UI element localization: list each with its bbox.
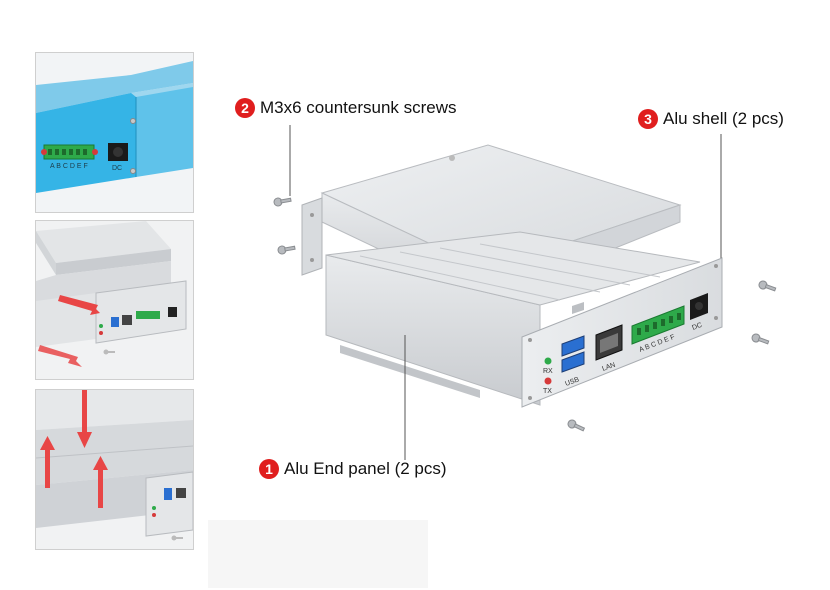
callout-text: M3x6 countersunk screws (260, 98, 457, 117)
usb-port-top (561, 335, 585, 357)
left-end-panel (301, 197, 323, 276)
front-end-panel (521, 257, 723, 408)
tx-led (544, 377, 552, 385)
thumbnail-assemble-shell (35, 389, 194, 550)
screw-icon (751, 333, 770, 345)
screw-icons (273, 197, 777, 432)
usb-label: USB (564, 376, 580, 388)
callout-number-badge: 2 (235, 98, 255, 118)
screw-icon (273, 197, 292, 207)
usb-port-bottom (561, 351, 585, 373)
lan-label: LAN (601, 362, 616, 373)
thumbnail-slide-shell (35, 220, 194, 380)
callout-text: Alu shell (2 pcs) (663, 109, 784, 128)
rx-led (544, 357, 552, 365)
dc-label: DC (691, 322, 703, 332)
background-shadow (208, 520, 428, 588)
thumb-terminal-label: A B C D E F (50, 163, 88, 170)
callout-end-panel: 1 Alu End panel (2 pcs) (259, 459, 447, 479)
callout-number-badge: 1 (259, 459, 279, 479)
screw-icon (567, 419, 586, 432)
terminal-block (631, 305, 685, 345)
rx-label: RX (543, 368, 553, 375)
thumbnail-blue-enclosure: A B C D E F DC (35, 52, 194, 213)
screw-icon (277, 245, 296, 255)
thumb-dc-label: DC (112, 165, 123, 172)
screw-icon (758, 280, 777, 292)
lower-alu-shell (325, 231, 701, 406)
tx-label: TX (543, 388, 552, 395)
callout-text: Alu End panel (2 pcs) (284, 459, 447, 478)
callout-number-badge: 3 (638, 109, 658, 129)
callout-screws: 2 M3x6 countersunk screws (235, 98, 457, 118)
callout-shell: 3 Alu shell (2 pcs) (638, 109, 784, 129)
